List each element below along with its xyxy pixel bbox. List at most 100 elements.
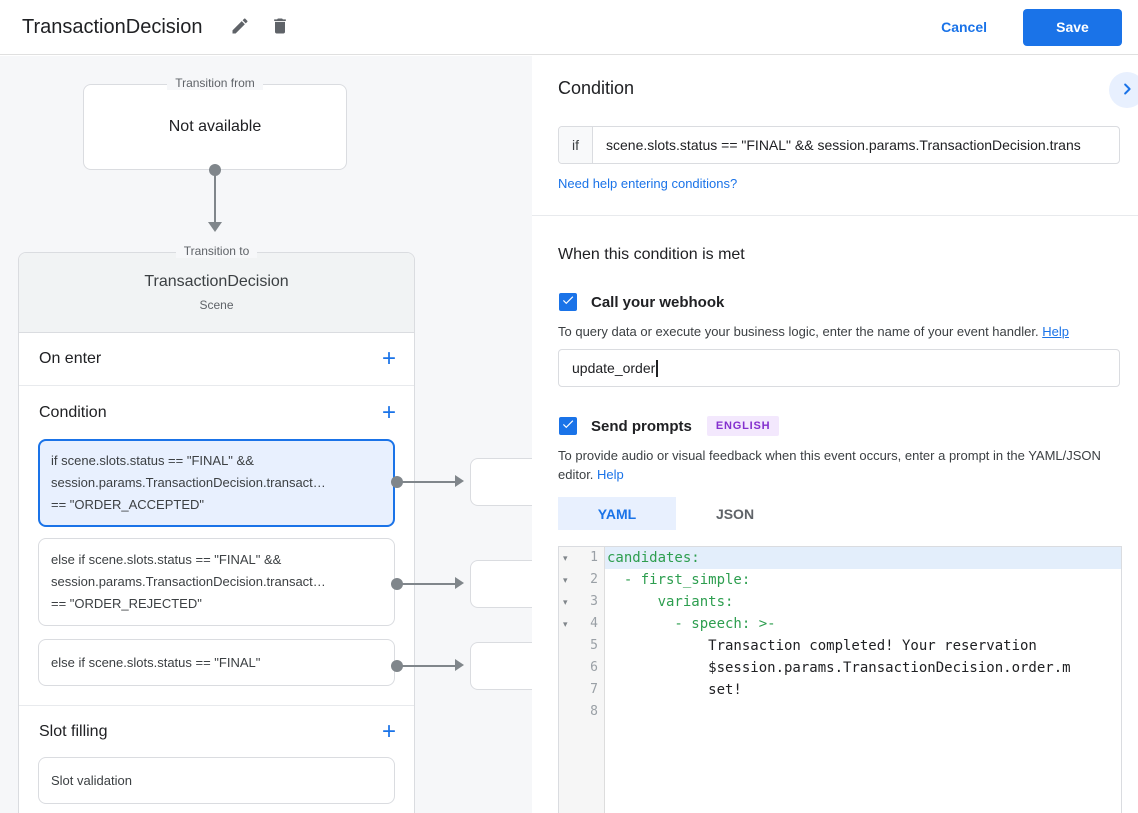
- add-condition-button[interactable]: +: [381, 398, 396, 426]
- event-handler-value: update_order: [572, 360, 656, 376]
- top-bar: TransactionDecision Cancel Save: [0, 0, 1138, 55]
- code-text[interactable]: - first_simple:: [607, 572, 751, 588]
- slot-validation-card[interactable]: Slot validation: [38, 757, 395, 804]
- trash-icon: [270, 16, 290, 39]
- arrow-down-icon: [208, 222, 222, 232]
- transition-from-legend: Transition from: [84, 76, 346, 90]
- scene-node-header[interactable]: TransactionDecision Scene: [19, 253, 414, 333]
- arrow-right-icon: [455, 475, 464, 487]
- condition-section-row: Condition +: [19, 386, 414, 439]
- collapse-panel-button[interactable]: [1109, 72, 1138, 108]
- code-line[interactable]: ▾4 - speech: >-: [559, 613, 1121, 635]
- condition-text: == "ORDER_REJECTED": [51, 596, 202, 611]
- connector-line: [401, 665, 455, 667]
- on-enter-label: On enter: [39, 350, 102, 367]
- panel-title: Condition: [558, 78, 635, 98]
- code-line[interactable]: 7 set!: [559, 679, 1121, 701]
- add-slot-button[interactable]: +: [381, 717, 396, 745]
- cancel-button[interactable]: Cancel: [941, 19, 987, 35]
- condition-expression-value[interactable]: scene.slots.status == "FINAL" && session…: [606, 137, 1081, 153]
- condition-text: == "ORDER_ACCEPTED": [51, 497, 204, 512]
- conditions-help-link[interactable]: Need help entering conditions?: [558, 176, 738, 191]
- checkmark-icon: [561, 417, 575, 436]
- code-line[interactable]: ▾2 - first_simple:: [559, 569, 1121, 591]
- delete-button[interactable]: [264, 11, 296, 43]
- editor-gutter: ▾4: [559, 613, 605, 635]
- webhook-check-row: Call your webhook: [559, 293, 724, 311]
- webhook-checkbox[interactable]: [559, 293, 577, 311]
- transition-target-node[interactable]: [470, 458, 532, 506]
- code-text[interactable]: Transaction completed! Your reservation: [607, 638, 1037, 654]
- connector-line: [401, 481, 455, 483]
- webhook-help-link[interactable]: Help: [1042, 324, 1069, 339]
- condition-text: if scene.slots.status == "FINAL" &&: [51, 453, 254, 468]
- code-text[interactable]: set!: [607, 682, 742, 698]
- code-line[interactable]: ▾3 variants:: [559, 591, 1121, 613]
- code-line[interactable]: 8: [559, 701, 1121, 723]
- tab-json[interactable]: JSON: [676, 497, 794, 530]
- webhook-description: To query data or execute your business l…: [558, 322, 1118, 341]
- condition-card-rejected[interactable]: else if scene.slots.status == "FINAL" &&…: [38, 538, 395, 626]
- connector-dot: [391, 660, 403, 672]
- tab-yaml[interactable]: YAML: [558, 497, 676, 530]
- fold-arrow-icon[interactable]: ▾: [563, 552, 568, 563]
- editor-gutter: 8: [559, 701, 605, 723]
- pencil-icon: [230, 16, 250, 39]
- code-text[interactable]: variants:: [607, 594, 734, 610]
- scene-type-label: Scene: [199, 298, 234, 312]
- transition-target-node[interactable]: [470, 642, 532, 690]
- transition-from-value: Not available: [168, 118, 262, 135]
- line-number: 8: [590, 704, 598, 719]
- checkmark-icon: [561, 293, 575, 312]
- fold-arrow-icon[interactable]: ▾: [563, 596, 568, 607]
- condition-input[interactable]: if scene.slots.status == "FINAL" && sess…: [558, 126, 1120, 164]
- editor-gutter: [559, 723, 605, 813]
- transition-target-node[interactable]: [470, 560, 532, 608]
- condition-text: else if scene.slots.status == "FINAL" &&: [51, 552, 282, 567]
- editor-gutter: ▾1: [559, 547, 605, 569]
- code-text[interactable]: [605, 701, 1121, 723]
- arrow-right-icon: [455, 577, 464, 589]
- event-handler-input[interactable]: update_order: [558, 349, 1120, 387]
- line-number: 7: [590, 682, 598, 697]
- send-prompts-checkbox[interactable]: [559, 417, 577, 435]
- condition-card-accepted[interactable]: if scene.slots.status == "FINAL" && sess…: [38, 439, 395, 527]
- when-met-title: When this condition is met: [558, 246, 745, 263]
- code-text[interactable]: candidates:: [605, 547, 1121, 569]
- flow-canvas: Transition from Not available Transition…: [0, 56, 532, 813]
- prompts-help-link[interactable]: Help: [597, 467, 624, 482]
- code-line[interactable]: ▾1 candidates:: [559, 547, 1121, 569]
- transition-from-box: Transition from Not available: [83, 76, 347, 170]
- editor-filler[interactable]: [559, 723, 1121, 813]
- if-prefix-label: if: [559, 127, 593, 163]
- code-text[interactable]: $session.params.TransactionDecision.orde…: [607, 660, 1071, 676]
- transition-to-box: Transition to TransactionDecision Scene …: [18, 244, 415, 813]
- fold-arrow-icon[interactable]: ▾: [563, 618, 568, 629]
- edit-button[interactable]: [224, 11, 256, 43]
- editor-gutter: 6: [559, 657, 605, 679]
- editor-gutter: 7: [559, 679, 605, 701]
- arrow-right-icon: [455, 659, 464, 671]
- editor-tabs: YAML JSON: [558, 497, 794, 530]
- yaml-editor[interactable]: ▾1 candidates: ▾2 - first_simple: ▾3 var…: [558, 546, 1122, 813]
- code-line[interactable]: 5 Transaction completed! Your reservatio…: [559, 635, 1121, 657]
- save-button[interactable]: Save: [1023, 8, 1122, 46]
- send-prompts-label: Send prompts: [591, 417, 692, 435]
- on-enter-row: On enter +: [19, 333, 414, 386]
- text-caret: [656, 359, 658, 377]
- code-text[interactable]: - speech: >-: [607, 616, 776, 632]
- add-on-enter-button[interactable]: +: [381, 345, 396, 372]
- connector-dot: [391, 578, 403, 590]
- line-number: 6: [590, 660, 598, 675]
- panel-divider: [532, 215, 1138, 216]
- code-line[interactable]: 6 $session.params.TransactionDecision.or…: [559, 657, 1121, 679]
- condition-text: session.params.TransactionDecision.trans…: [51, 574, 326, 589]
- condition-card-final[interactable]: else if scene.slots.status == "FINAL": [38, 639, 395, 686]
- language-badge: ENGLISH: [706, 416, 780, 436]
- prompts-check-row: Send prompts ENGLISH: [559, 416, 780, 436]
- editor-gutter: ▾2: [559, 569, 605, 591]
- prompts-description-text: To provide audio or visual feedback when…: [558, 448, 1101, 482]
- fold-arrow-icon[interactable]: ▾: [563, 574, 568, 585]
- slot-validation-label: Slot validation: [51, 772, 132, 788]
